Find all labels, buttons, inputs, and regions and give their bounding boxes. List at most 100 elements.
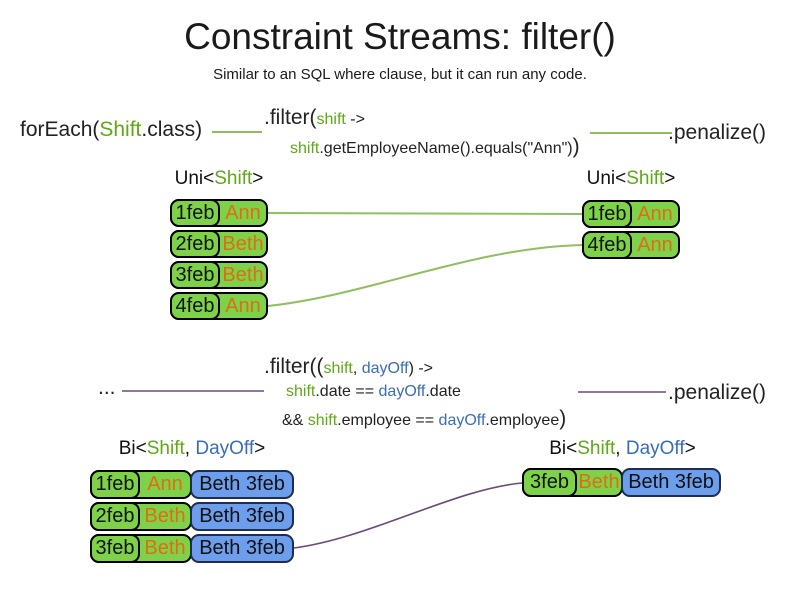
code-text: ) — [572, 135, 580, 158]
code-text-dayoff: dayOff — [378, 383, 426, 400]
label-text: Uni< — [586, 168, 627, 189]
date-cell: 1feb — [582, 200, 632, 228]
code-penalize-2: .penalize() — [668, 381, 767, 404]
label-text-dayoff: DayOff — [625, 438, 685, 459]
dayoff-cell: Beth 3feb — [190, 534, 294, 563]
label-text-shift: Shift — [214, 168, 253, 189]
label-text-shift: Shift — [146, 438, 185, 459]
code-text: .employee == — [337, 412, 439, 429]
code-foreach: forEach(Shift.class) — [20, 118, 202, 142]
table-row: 2feb Beth — [170, 230, 268, 258]
code-text: .date — [425, 383, 461, 400]
match-line-4feb — [267, 244, 583, 307]
name-cell: Beth — [144, 537, 186, 559]
code-text-shift: shift — [316, 111, 346, 128]
type-label-bi-right: Bi<Shift, DayOff> — [522, 438, 723, 460]
code-text: , — [352, 360, 362, 377]
date-cell: 3feb — [90, 534, 140, 563]
name-cell: Beth — [222, 263, 264, 286]
dayoff-cell: Beth 3feb — [190, 502, 294, 531]
date-cell: 4feb — [582, 231, 632, 259]
label-text: > — [254, 438, 266, 459]
table-row: 1feb Ann — [582, 200, 680, 228]
shift-cell-group: 1feb Ann — [90, 470, 192, 499]
code-penalize-1: .penalize() — [668, 121, 767, 144]
uni-left-table: 1feb Ann 2feb Beth 3feb Beth 4feb Ann — [170, 199, 268, 323]
match-line-1feb — [267, 212, 583, 215]
label-text: , — [184, 438, 196, 459]
date-cell: 2feb — [170, 230, 220, 258]
table-row: 1feb Ann Beth 3feb — [90, 470, 294, 499]
page-title: Constraint Streams: filter() — [184, 16, 616, 57]
table-row: 1feb Ann — [170, 199, 268, 227]
type-label-uni-right: Uni<Shift> — [582, 168, 680, 190]
label-text: Bi< — [118, 438, 147, 459]
label-text-shift: Shift — [626, 168, 665, 189]
code-text-dayoff: dayOff — [438, 412, 486, 429]
dayoff-cell: Beth 3feb — [190, 470, 294, 499]
name-cell: Beth — [222, 232, 264, 255]
code-text-shift: shift — [323, 360, 353, 377]
name-cell: Ann — [637, 202, 673, 225]
code-text: ) -> — [408, 360, 434, 377]
code-text: -> — [345, 111, 365, 128]
code-text-shift: shift — [307, 412, 338, 429]
bi-left-table: 1feb Ann Beth 3feb 2feb Beth Beth 3feb 3… — [90, 470, 294, 566]
date-cell: 1feb — [170, 199, 220, 227]
code-text: .date == — [315, 383, 379, 400]
name-cell: Ann — [225, 294, 261, 317]
code-filter-2-line3: && shift.employee == dayOff.employee) — [282, 407, 566, 431]
label-text: > — [252, 168, 264, 189]
table-row: 4feb Ann — [170, 292, 268, 320]
code-text: forEach( — [20, 118, 100, 141]
code-text: .filter(( — [264, 355, 324, 378]
table-row: 3feb Beth — [170, 261, 268, 289]
label-text: Uni< — [174, 168, 215, 189]
code-filter-2-line1: .filter((shift, dayOff) -> — [264, 355, 566, 379]
code-filter-1-line1: .filter(shift -> — [264, 106, 580, 130]
label-text: Bi< — [549, 438, 578, 459]
code-filter-2: .filter((shift, dayOff) -> shift.date ==… — [264, 355, 566, 431]
shift-cell-group: 3feb Beth — [522, 468, 623, 497]
date-cell: 4feb — [170, 292, 220, 320]
date-cell: 3feb — [522, 468, 577, 497]
bi-right-table: 3feb Beth Beth 3feb — [522, 468, 721, 500]
table-row: 2feb Beth Beth 3feb — [90, 502, 294, 531]
name-cell: Ann — [225, 201, 261, 224]
code-text: .filter( — [264, 106, 317, 129]
code-text: ) — [559, 407, 567, 430]
uni-right-table: 1feb Ann 4feb Ann — [582, 200, 680, 262]
name-cell: Ann — [637, 233, 673, 256]
table-row: 3feb Beth Beth 3feb — [522, 468, 721, 497]
code-ellipsis: ... — [98, 376, 116, 399]
page-subtitle: Similar to an SQL where clause, but it c… — [213, 66, 587, 83]
name-cell: Ann — [147, 473, 183, 495]
shift-cell-group: 2feb Beth — [90, 502, 192, 531]
table-row: 4feb Ann — [582, 231, 680, 259]
table-row: 3feb Beth Beth 3feb — [90, 534, 294, 563]
code-filter-1-line2: shift.getEmployeeName().equals("Ann")) — [290, 135, 580, 159]
code-text-shift: shift — [286, 383, 316, 400]
code-text: .class) — [141, 118, 203, 141]
shift-cell-group: 3feb Beth — [90, 534, 192, 563]
name-cell: Beth — [144, 505, 186, 527]
type-label-uni-left: Uni<Shift> — [170, 168, 268, 190]
code-text-dayoff: dayOff — [361, 360, 409, 377]
code-filter-2-line2: shift.date == dayOff.date — [286, 383, 566, 401]
code-text: && — [282, 412, 308, 429]
date-cell: 2feb — [90, 502, 140, 531]
dayoff-cell: Beth 3feb — [621, 468, 721, 497]
label-text: > — [684, 438, 696, 459]
code-text-shift: Shift — [99, 118, 142, 141]
match-line-3feb — [293, 482, 523, 549]
code-text: .employee — [485, 412, 560, 429]
code-text-shift: shift — [290, 140, 320, 157]
code-text: .getEmployeeName().equals("Ann") — [319, 140, 573, 157]
label-text-shift: Shift — [577, 438, 616, 459]
date-cell: 1feb — [90, 470, 140, 499]
label-text: , — [615, 438, 626, 459]
label-text: > — [664, 168, 676, 189]
label-text-dayoff: DayOff — [195, 438, 255, 459]
code-filter-1: .filter(shift -> shift.getEmployeeName()… — [264, 106, 580, 159]
